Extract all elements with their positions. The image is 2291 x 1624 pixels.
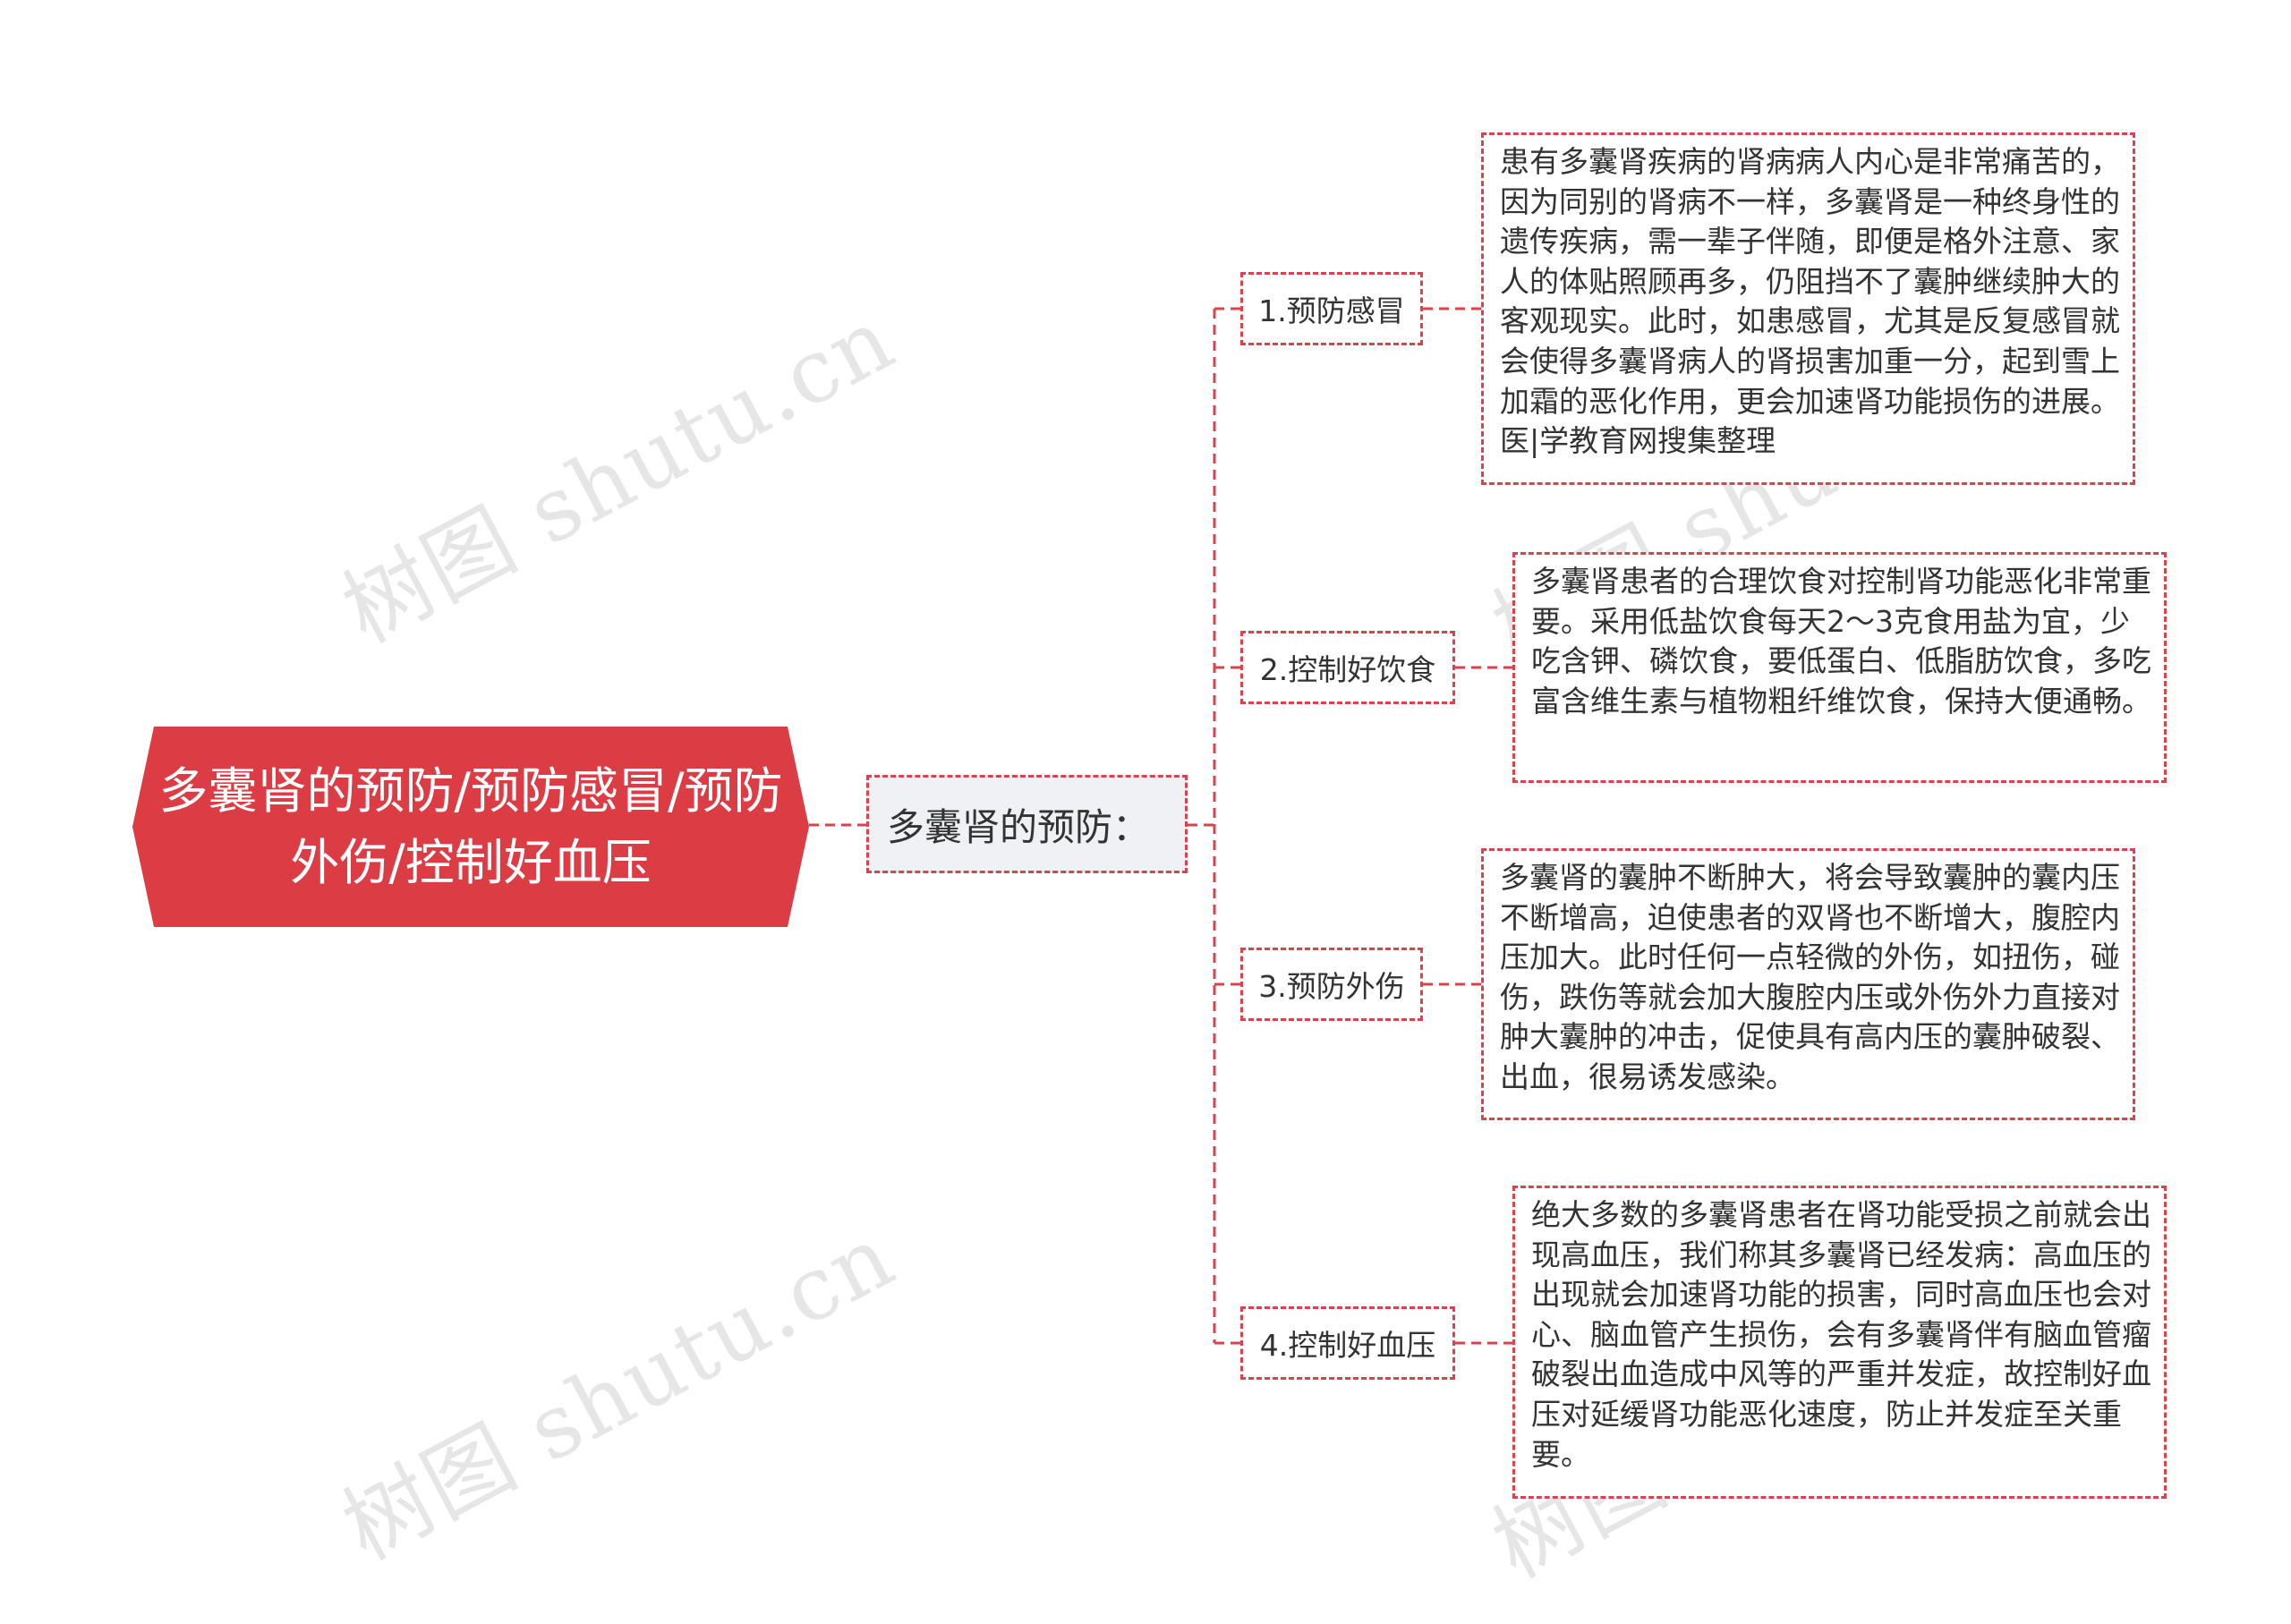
topic-label: 1.预防感冒: [1258, 293, 1405, 328]
detail-node-4[interactable]: 绝大多数的多囊肾患者在肾功能受损之前就会出现高血压，我们称其多囊肾已经发病：高血…: [1512, 1186, 2167, 1499]
detail-text: 多囊肾患者的合理饮食对控制肾功能恶化非常重要。采用低盐饮食每天2～3克食用盐为宜…: [1531, 564, 2151, 718]
topic-label: 3.预防外伤: [1258, 969, 1405, 1004]
topic-node-2[interactable]: 2.控制好饮食: [1240, 631, 1455, 704]
detail-text: 多囊肾的囊肿不断肿大，将会导致囊肿的囊内压不断增高，迫使患者的双肾也不断增大，腹…: [1500, 860, 2120, 1094]
topic-node-3[interactable]: 3.预防外伤: [1240, 948, 1423, 1021]
detail-node-2[interactable]: 多囊肾患者的合理饮食对控制肾功能恶化非常重要。采用低盐饮食每天2～3克食用盐为宜…: [1512, 552, 2167, 783]
branch-node[interactable]: 多囊肾的预防：: [866, 775, 1188, 873]
root-node-title: 多囊肾的预防/预防感冒/预防外伤/控制好血压: [158, 762, 783, 891]
detail-node-1[interactable]: 患有多囊肾疾病的肾病病人内心是非常痛苦的，因为同别的肾病不一样，多囊肾是一种终身…: [1481, 132, 2135, 485]
detail-node-3[interactable]: 多囊肾的囊肿不断肿大，将会导致囊肿的囊内压不断增高，迫使患者的双肾也不断增大，腹…: [1481, 848, 2135, 1120]
root-node-shape: [132, 727, 809, 927]
detail-text: 患有多囊肾疾病的肾病病人内心是非常痛苦的，因为同别的肾病不一样，多囊肾是一种终身…: [1500, 144, 2120, 459]
topic-label: 4.控制好血压: [1259, 1328, 1436, 1363]
topic-label: 2.控制好饮食: [1259, 652, 1436, 687]
branch-node-label: 多囊肾的预防：: [887, 804, 1151, 849]
topic-node-1[interactable]: 1.预防感冒: [1240, 272, 1423, 345]
root-node[interactable]: 多囊肾的预防/预防感冒/预防外伤/控制好血压: [132, 727, 809, 927]
detail-text: 绝大多数的多囊肾患者在肾功能受损之前就会出现高血压，我们称其多囊肾已经发病：高血…: [1531, 1197, 2151, 1472]
topic-node-4[interactable]: 4.控制好血压: [1240, 1306, 1455, 1380]
